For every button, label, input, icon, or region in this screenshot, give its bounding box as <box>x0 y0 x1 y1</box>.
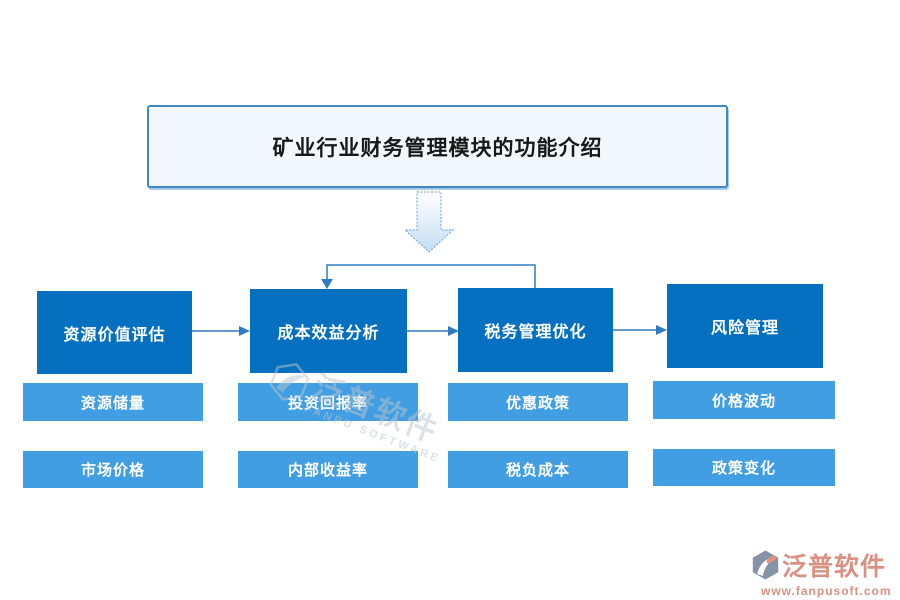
flow-node-label: 税务管理优化 <box>484 322 587 341</box>
feature-label: 价格波动 <box>711 391 776 410</box>
feature-label: 资源储量 <box>80 393 145 412</box>
down-block-arrow <box>403 191 455 253</box>
footer-brand-row: 泛普软件 <box>751 547 892 583</box>
footer-brand-url: www.fanpusoft.com <box>761 584 892 598</box>
flow-node-label: 成本效益分析 <box>277 323 380 342</box>
arrow-2-3-head-icon <box>448 326 459 336</box>
feature-label: 内部收益率 <box>287 461 368 479</box>
arrow-3-4-head-icon <box>656 325 667 335</box>
feature-box: 资源储量 <box>23 383 203 421</box>
flow-node-label: 风险管理 <box>710 318 779 337</box>
flow-node-tax-optimization: 税务管理优化 <box>458 288 613 372</box>
elbow-arrowhead-icon <box>321 279 333 289</box>
feature-box: 市场价格 <box>23 451 203 488</box>
feature-box: 价格波动 <box>653 381 835 419</box>
fanpu-logo-icon <box>752 550 779 580</box>
feature-box: 政策变化 <box>653 449 835 486</box>
feature-box: 税负成本 <box>448 451 628 488</box>
arrow-1-2-head-icon <box>239 326 250 336</box>
flow-node-risk-management: 风险管理 <box>667 284 823 368</box>
diagram-title: 矿业行业财务管理模块的功能介绍 <box>272 134 603 160</box>
feature-box: 优惠政策 <box>448 383 628 421</box>
flow-node-label: 资源价值评估 <box>63 324 166 344</box>
feature-label: 政策变化 <box>711 459 776 477</box>
feature-label: 优惠政策 <box>505 393 570 412</box>
footer-brand-name: 泛普软件 <box>782 552 887 581</box>
flow-node-resource-valuation: 资源价值评估 <box>37 291 192 374</box>
flow-node-cost-benefit: 成本效益分析 <box>250 289 407 373</box>
feature-box: 内部收益率 <box>238 451 418 488</box>
elbow-connector <box>326 264 536 288</box>
feature-box: 投资回报率 <box>238 383 418 421</box>
footer-brand: 泛普软件 www.fanpusoft.com <box>751 547 892 598</box>
feature-label: 投资回报率 <box>287 393 368 412</box>
feature-label: 税负成本 <box>505 461 570 479</box>
feature-label: 市场价格 <box>80 461 145 479</box>
diagram-title-box: 矿业行业财务管理模块的功能介绍 <box>147 105 728 188</box>
